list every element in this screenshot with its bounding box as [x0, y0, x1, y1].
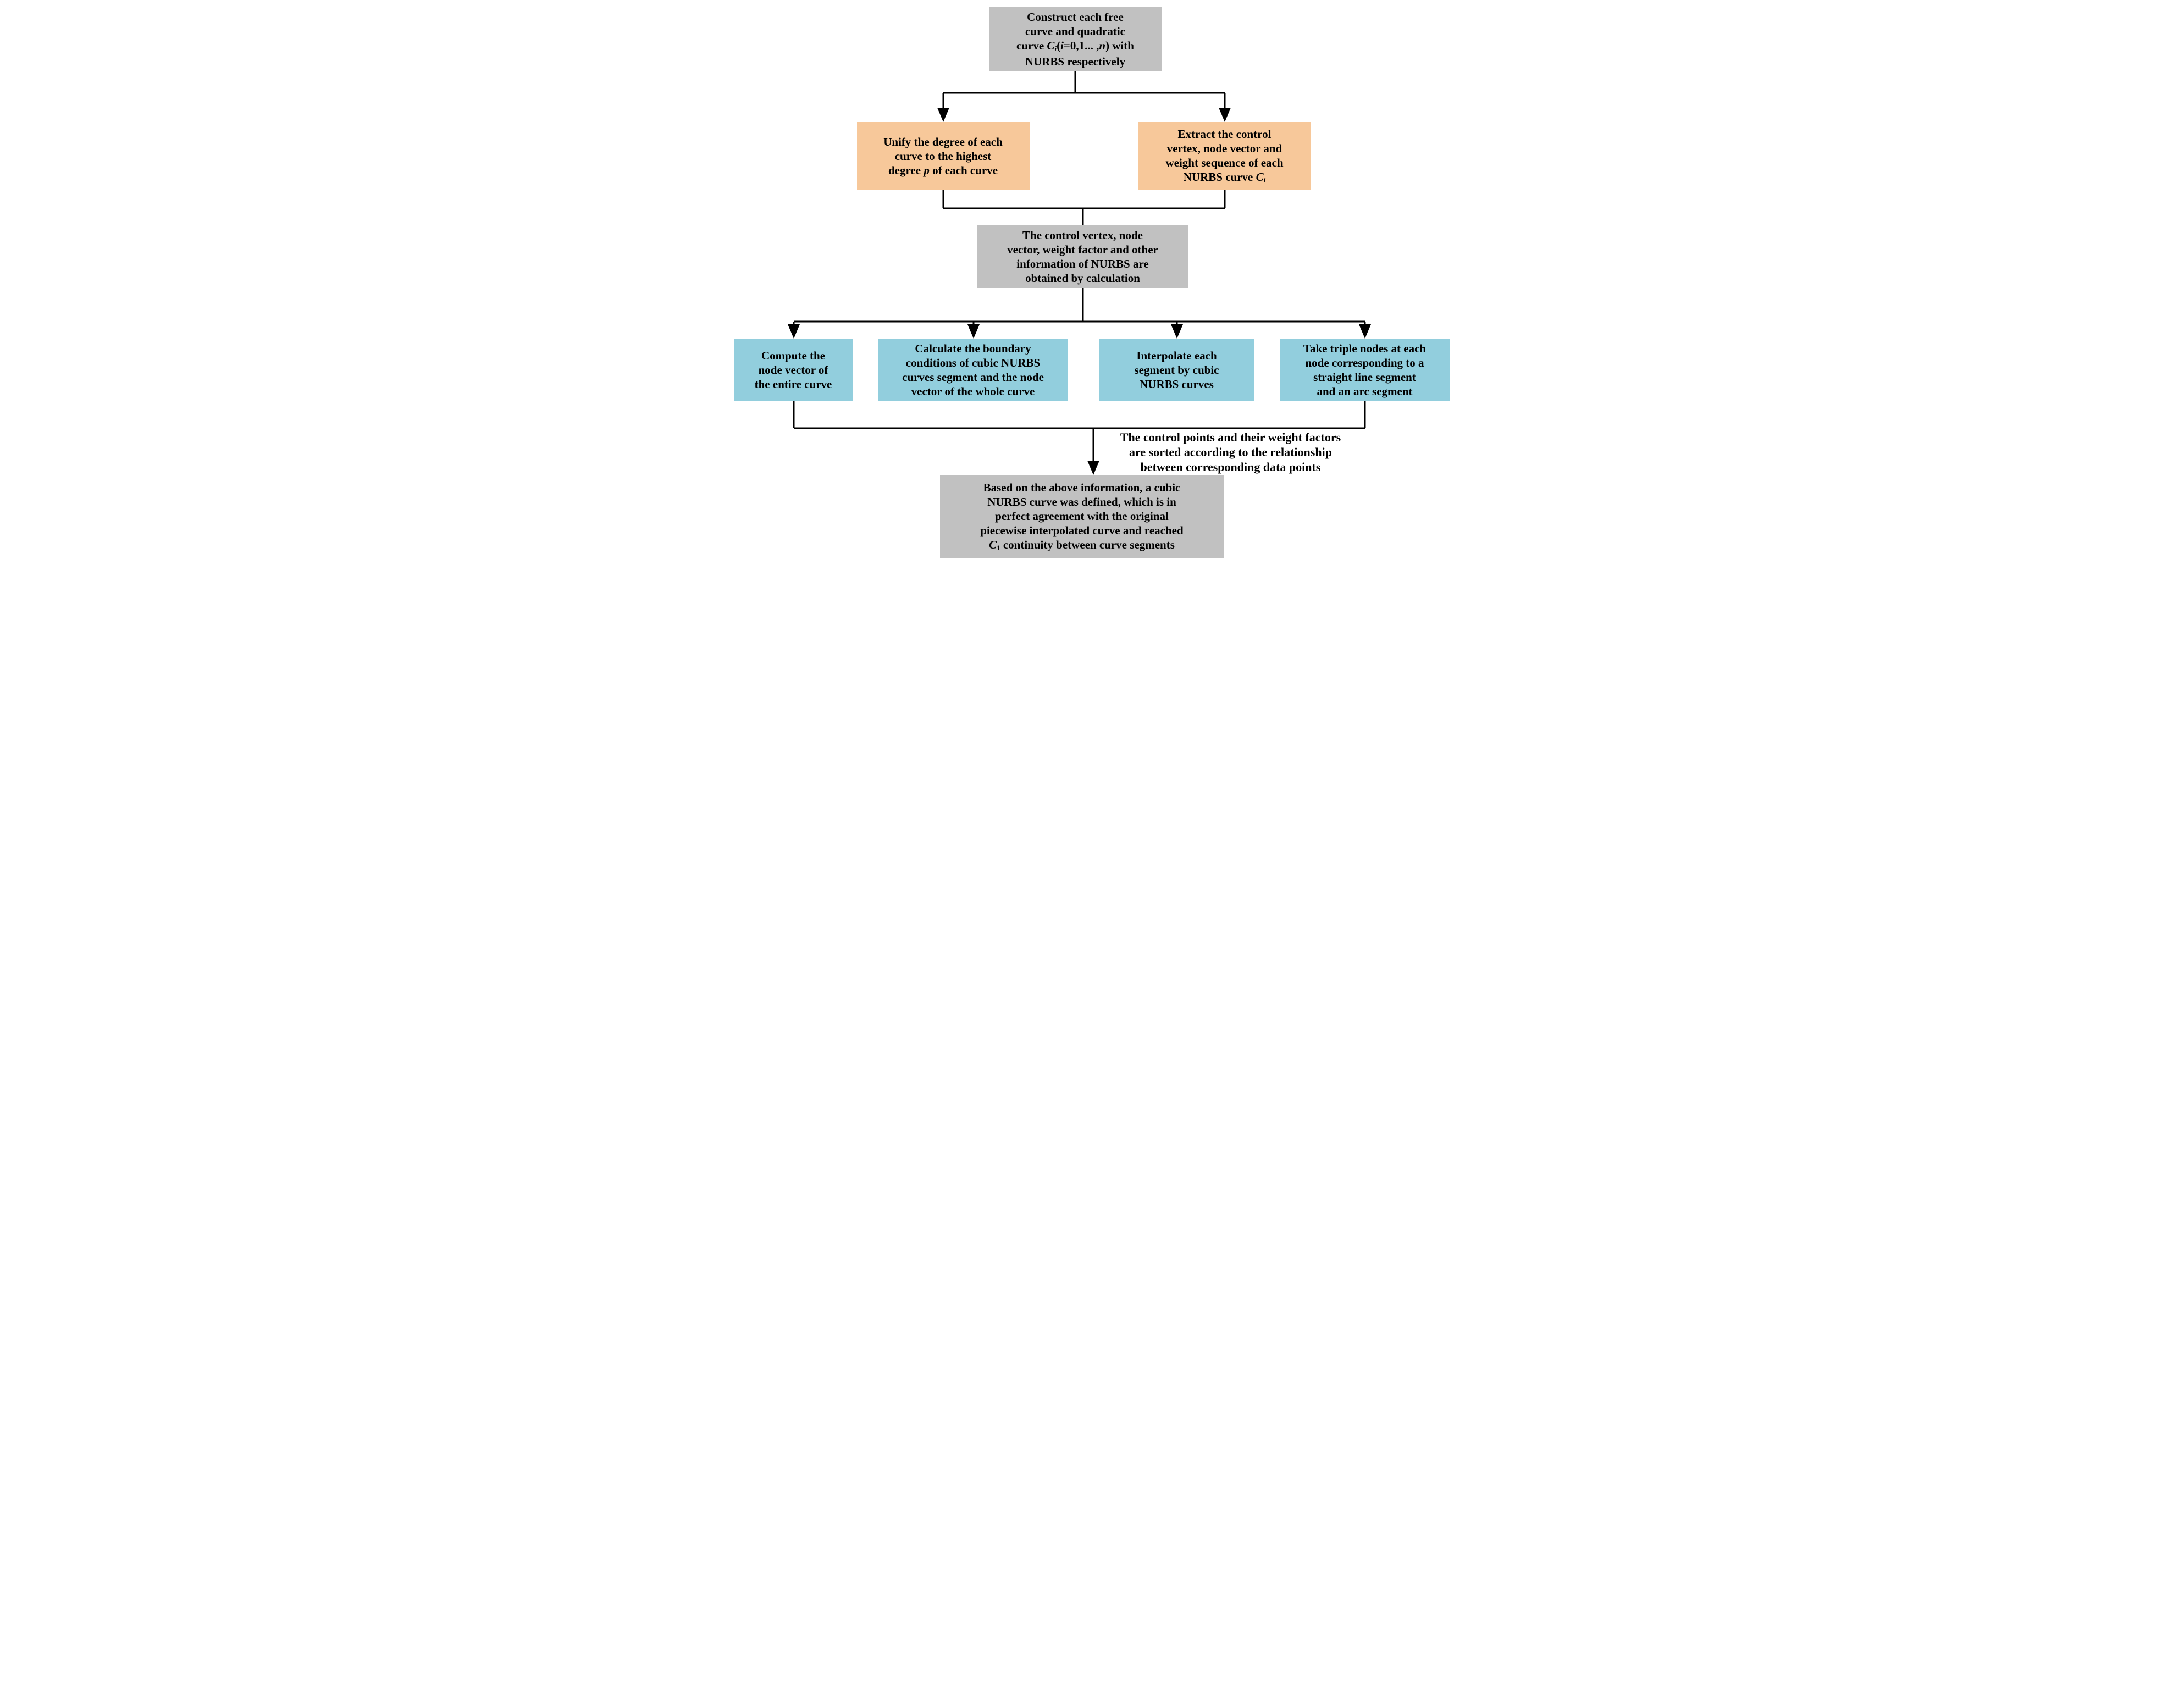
text-line: vector, weight factor and other: [1007, 243, 1158, 256]
text-line: Extract the control: [1177, 127, 1271, 141]
text-line: Compute the: [761, 348, 826, 362]
annotation-sorting-note: The control points and their weight fact…: [1093, 430, 1368, 474]
text-line: and an arc segment: [1317, 384, 1413, 398]
arrowhead-icon: [1170, 324, 1183, 339]
text-line: perfect agreement with the original: [995, 509, 1169, 523]
text-line: curve Ci(i=0,1... ,n) with: [1016, 38, 1134, 53]
arrowhead-icon: [1358, 324, 1371, 339]
text-line: node corresponding to a: [1305, 356, 1424, 369]
arrowhead-icon: [1087, 461, 1099, 475]
text-line: information of NURBS are: [1016, 257, 1149, 270]
text-line: vertex, node vector and: [1166, 141, 1282, 155]
text-line: Interpolate each: [1136, 348, 1217, 362]
arrowhead-icon: [787, 324, 800, 339]
text-line: piecewise interpolated curve and reached: [980, 523, 1184, 537]
text-line: curves segment and the node: [902, 370, 1044, 384]
text-line: weight sequence of each: [1165, 156, 1284, 169]
text-line: The control points and their weight fact…: [1120, 430, 1341, 444]
text-line: obtained by calculation: [1025, 272, 1140, 285]
text-line: NURBS curves: [1140, 377, 1214, 391]
merge-bottom-line: [793, 401, 1365, 462]
text-line: Take triple nodes at each: [1303, 341, 1426, 355]
text-line: node vector of: [758, 363, 828, 377]
text-line: between corresponding data points: [1140, 460, 1321, 474]
text-line: NURBS respectively: [1025, 54, 1126, 68]
text-line: NURBS curve was defined, which is in: [987, 495, 1176, 508]
text-line: curve and quadratic: [1025, 24, 1125, 38]
arrowhead-icon: [937, 108, 949, 122]
branch-middle-line: [793, 288, 1365, 325]
text-line: degree p of each curve: [888, 164, 998, 177]
merge-line: [942, 190, 1225, 225]
text-line: the entire curve: [754, 377, 832, 391]
text-line: The control vertex, node: [1022, 229, 1143, 242]
text-line: NURBS curve Ci: [1183, 170, 1266, 185]
branch-top-line: [942, 71, 1225, 109]
text-line: conditions of cubic NURBS: [905, 356, 1041, 369]
text-line: C1 continuity between curve segments: [989, 538, 1175, 552]
text-line: curve to the highest: [894, 150, 992, 163]
text-line: segment by cubic: [1134, 363, 1219, 377]
text-line: Calculate the boundary: [915, 341, 1031, 355]
text-line: Based on the above information, a cubic: [983, 480, 1181, 494]
text-line: straight line segment: [1313, 370, 1416, 384]
text-line: Unify the degree of each: [883, 135, 1003, 148]
arrowhead-icon: [1218, 108, 1231, 122]
arrowhead-icon: [967, 324, 980, 339]
text-line: Construct each free: [1027, 10, 1124, 24]
text-line: vector of the whole curve: [911, 384, 1035, 398]
connector-lines: [787, 71, 1371, 475]
text-line: are sorted according to the relationship: [1129, 445, 1332, 459]
process-box-unify-degree: Unify the degree of each curve to the hig…: [856, 122, 1030, 190]
